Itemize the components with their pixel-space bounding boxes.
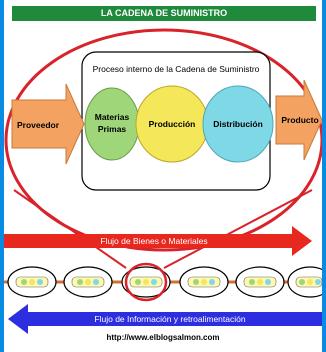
stage-distribucion: Distribución: [202, 85, 274, 163]
chain-link-3-highlighted: [121, 262, 171, 302]
product-label: Producto: [281, 115, 318, 125]
stage-materias-line1: Materias: [95, 112, 130, 122]
supply-chain-diagram: Proceso interno de la Cadena de Suminist…: [4, 28, 322, 334]
goods-flow-arrow: Flujo de Bienes o Materiales: [4, 226, 312, 256]
stage-materias-primas: Materias Primas: [84, 87, 140, 161]
title-bar: LA CADENA DE SUMINISTRO: [12, 6, 316, 21]
zoom-line-right: [163, 189, 313, 269]
chain-link-2: [63, 266, 113, 298]
chain-link-4: [179, 266, 229, 298]
focus-ellipse: [4, 28, 322, 252]
supplier-label: Proveedor: [17, 120, 60, 130]
chain-link-6: [287, 266, 322, 298]
stage-materias-line2: Primas: [98, 124, 127, 134]
supplier-arrow: Proveedor: [11, 83, 85, 165]
information-flow-label: Flujo de Información y retroalimentación: [94, 314, 245, 324]
stage-produccion: Producción: [135, 85, 209, 163]
chain-link-5: [235, 266, 285, 298]
product-arrow: Producto: [275, 79, 322, 161]
goods-flow-label: Flujo de Bienes o Materiales: [100, 236, 207, 246]
stage-produccion-label: Producción: [149, 119, 196, 129]
slide-canvas: LA CADENA DE SUMINISTRO Proceso interno …: [4, 0, 322, 352]
chain-link-1: [7, 266, 57, 298]
internal-process-title: Proceso interno de la Cadena de Suminist…: [93, 64, 260, 74]
information-flow-arrow: Flujo de Información y retroalimentación: [8, 304, 322, 334]
stage-distribucion-label: Distribución: [213, 119, 263, 129]
chain-row: [4, 262, 322, 302]
zoom-line-left: [13, 189, 127, 269]
source-url: http://www.elblogsalmon.com: [106, 333, 220, 342]
